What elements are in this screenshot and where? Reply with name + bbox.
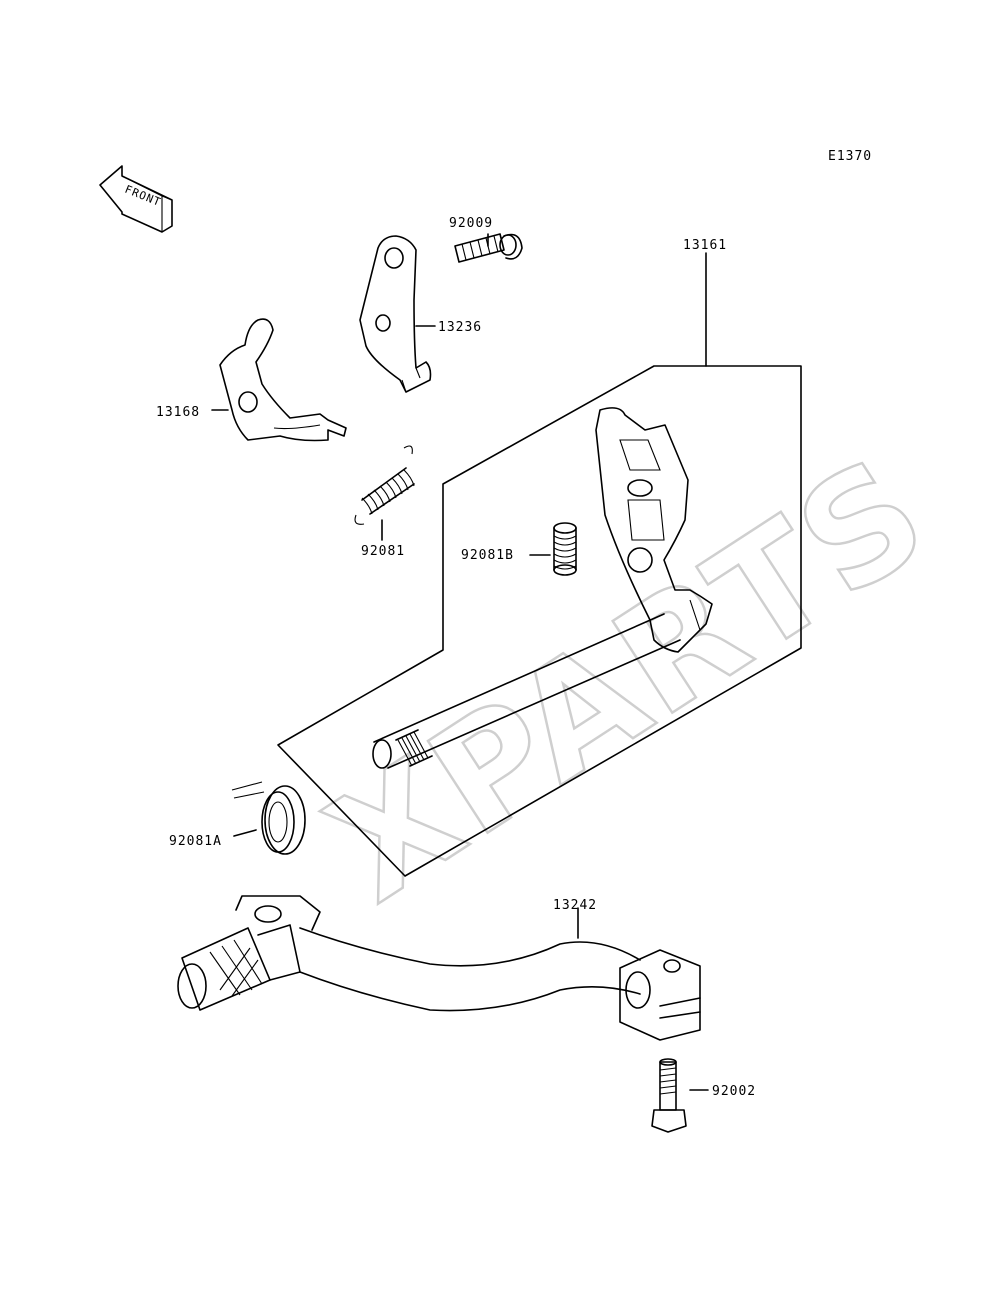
part-92009-bolt <box>454 233 523 263</box>
watermark: XPARTS <box>299 423 959 937</box>
part-92081a-torsion-spring <box>231 781 306 855</box>
label-13168: 13168 <box>156 405 200 420</box>
part-92002-bolt <box>651 1058 709 1133</box>
label-92081b: 92081B <box>461 548 514 563</box>
label-92081: 92081 <box>361 544 405 559</box>
watermark-text: XPARTS <box>300 424 958 935</box>
part-13168-lever <box>219 318 347 442</box>
part-13161-shift-shaft <box>372 407 713 769</box>
label-13236: 13236 <box>438 320 482 335</box>
label-13242: 13242 <box>553 898 597 913</box>
label-13161: 13161 <box>683 238 727 253</box>
front-arrow-icon: FRONT <box>99 165 173 233</box>
diagram-code: E1370 <box>828 149 872 164</box>
assembly-box-13161 <box>277 252 802 877</box>
leader-92081a <box>233 829 257 837</box>
label-92081a: 92081A <box>169 834 222 849</box>
label-92002: 92002 <box>712 1084 756 1099</box>
part-13236-bracket <box>359 235 436 393</box>
part-13242-shift-pedal <box>177 895 701 1041</box>
part-92081-spring <box>354 445 415 525</box>
part-92081b-spring <box>529 522 577 576</box>
label-92009: 92009 <box>449 216 493 231</box>
